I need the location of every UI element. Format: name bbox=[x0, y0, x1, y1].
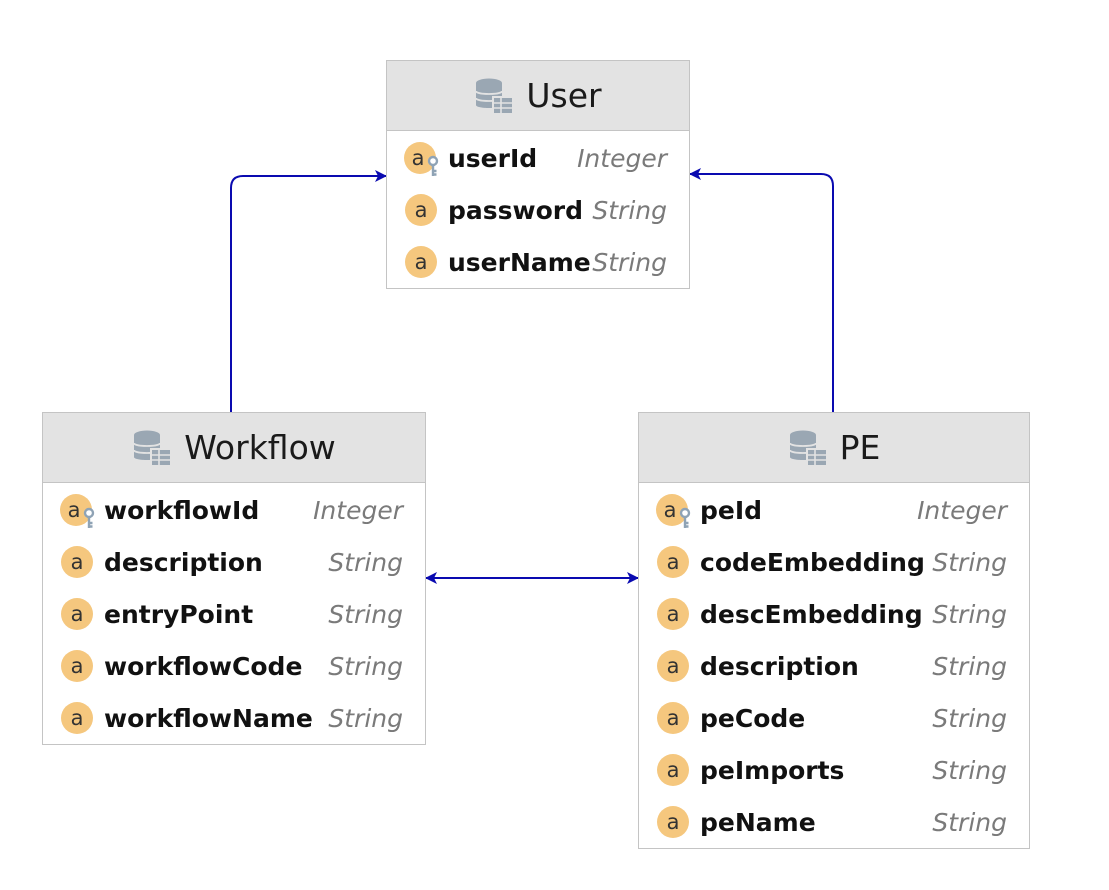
attribute-type: String bbox=[592, 196, 667, 225]
attribute-row[interactable]: a descEmbedding String bbox=[639, 589, 1029, 641]
attribute-type: Integer bbox=[917, 496, 1007, 525]
attribute-type: String bbox=[328, 548, 403, 577]
primary-key-attribute-icon: a bbox=[59, 493, 95, 529]
entity-title: Workflow bbox=[184, 428, 336, 467]
attribute-name: peName bbox=[700, 808, 816, 837]
svg-text:a: a bbox=[667, 550, 680, 574]
svg-text:a: a bbox=[664, 498, 677, 522]
svg-text:a: a bbox=[667, 810, 680, 834]
attribute-icon: a bbox=[403, 193, 439, 229]
svg-text:a: a bbox=[415, 198, 428, 222]
attribute-name: peImports bbox=[700, 756, 845, 785]
primary-key-attribute-icon: a bbox=[403, 141, 439, 177]
svg-text:a: a bbox=[667, 602, 680, 626]
attribute-icon: a bbox=[403, 245, 439, 281]
attribute-type: String bbox=[932, 600, 1007, 629]
attribute-type: String bbox=[932, 548, 1007, 577]
attribute-name: description bbox=[104, 548, 263, 577]
attribute-type: String bbox=[328, 600, 403, 629]
attribute-name: userName bbox=[448, 248, 591, 277]
attribute-list: a workflowId Integer a description bbox=[43, 483, 425, 745]
attribute-icon: a bbox=[59, 649, 95, 685]
attribute-icon: a bbox=[655, 649, 691, 685]
attribute-name: peId bbox=[700, 496, 763, 525]
svg-text:a: a bbox=[415, 250, 428, 274]
pe-to-user-connector[interactable] bbox=[689, 168, 834, 412]
attribute-row[interactable]: a workflowId Integer bbox=[43, 485, 425, 537]
attribute-icon: a bbox=[59, 597, 95, 633]
svg-text:a: a bbox=[667, 654, 680, 678]
attribute-row[interactable]: a workflowName String bbox=[43, 693, 425, 745]
attribute-row[interactable]: a description String bbox=[43, 537, 425, 589]
attribute-row[interactable]: a codeEmbedding String bbox=[639, 537, 1029, 589]
svg-text:a: a bbox=[667, 706, 680, 730]
svg-text:a: a bbox=[412, 146, 425, 170]
entity-user[interactable]: User a userId Integer bbox=[386, 60, 690, 289]
attribute-row[interactable]: a description String bbox=[639, 641, 1029, 693]
entity-title: PE bbox=[839, 428, 881, 467]
attribute-name: codeEmbedding bbox=[700, 548, 925, 577]
entity-header: PE bbox=[639, 413, 1029, 483]
attribute-type: Integer bbox=[313, 496, 403, 525]
primary-key-attribute-icon: a bbox=[655, 493, 691, 529]
svg-text:a: a bbox=[68, 498, 81, 522]
attribute-type: String bbox=[932, 704, 1007, 733]
attribute-list: a userId Integer a password St bbox=[387, 131, 689, 289]
workflow-to-user-connector[interactable] bbox=[230, 170, 387, 412]
attribute-row[interactable]: a peCode String bbox=[639, 693, 1029, 745]
entity-title: User bbox=[526, 76, 602, 115]
attribute-name: descEmbedding bbox=[700, 600, 923, 629]
attribute-type: String bbox=[932, 652, 1007, 681]
attribute-name: workflowName bbox=[104, 704, 313, 733]
entity-header: User bbox=[387, 61, 689, 131]
attribute-list: a peId Integer a codeEmbedding bbox=[639, 483, 1029, 849]
svg-text:a: a bbox=[71, 550, 84, 574]
attribute-row[interactable]: a peId Integer bbox=[639, 485, 1029, 537]
attribute-icon: a bbox=[59, 701, 95, 737]
svg-text:a: a bbox=[667, 758, 680, 782]
attribute-row[interactable]: a workflowCode String bbox=[43, 641, 425, 693]
attribute-icon: a bbox=[655, 805, 691, 841]
database-table-icon bbox=[132, 428, 172, 468]
svg-text:a: a bbox=[71, 602, 84, 626]
attribute-type: Integer bbox=[577, 144, 667, 173]
attribute-type: String bbox=[932, 808, 1007, 837]
attribute-row[interactable]: a userId Integer bbox=[387, 133, 689, 185]
attribute-type: String bbox=[328, 652, 403, 681]
attribute-type: String bbox=[328, 704, 403, 733]
attribute-row[interactable]: a entryPoint String bbox=[43, 589, 425, 641]
entity-pe[interactable]: PE a peId Integer bbox=[638, 412, 1030, 849]
attribute-icon: a bbox=[59, 545, 95, 581]
attribute-row[interactable]: a userName String bbox=[387, 237, 689, 289]
attribute-name: entryPoint bbox=[104, 600, 254, 629]
attribute-name: workflowCode bbox=[104, 652, 303, 681]
attribute-icon: a bbox=[655, 597, 691, 633]
attribute-name: password bbox=[448, 196, 584, 225]
attribute-icon: a bbox=[655, 753, 691, 789]
database-table-icon bbox=[788, 428, 828, 468]
attribute-type: String bbox=[932, 756, 1007, 785]
attribute-icon: a bbox=[655, 701, 691, 737]
attribute-name: userId bbox=[448, 144, 538, 173]
attribute-type: String bbox=[592, 248, 667, 277]
attribute-row[interactable]: a peName String bbox=[639, 797, 1029, 849]
attribute-row[interactable]: a password String bbox=[387, 185, 689, 237]
attribute-name: description bbox=[700, 652, 859, 681]
entity-header: Workflow bbox=[43, 413, 425, 483]
entity-workflow[interactable]: Workflow a workflowId Integer bbox=[42, 412, 426, 745]
svg-text:a: a bbox=[71, 706, 84, 730]
svg-text:a: a bbox=[71, 654, 84, 678]
attribute-row[interactable]: a peImports String bbox=[639, 745, 1029, 797]
database-table-icon bbox=[474, 76, 514, 116]
attribute-name: workflowId bbox=[104, 496, 260, 525]
attribute-icon: a bbox=[655, 545, 691, 581]
attribute-name: peCode bbox=[700, 704, 806, 733]
